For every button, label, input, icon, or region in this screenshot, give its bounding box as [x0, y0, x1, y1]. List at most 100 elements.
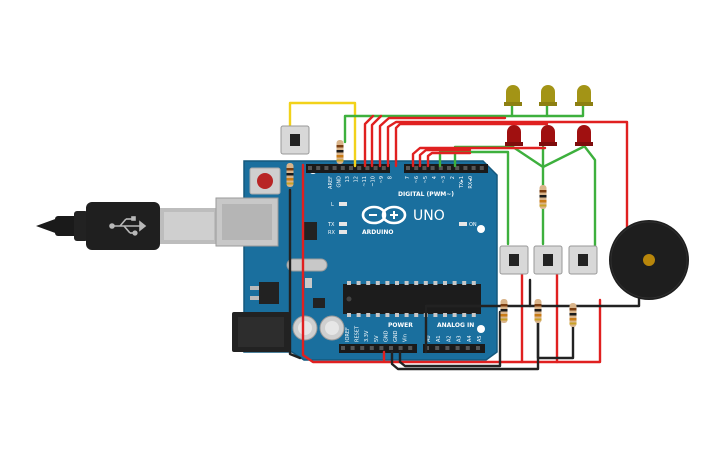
header-hole	[414, 166, 419, 170]
header-hole	[308, 166, 312, 170]
wire-red	[394, 122, 549, 168]
capacitor	[292, 315, 318, 341]
header-hole	[422, 166, 427, 170]
power-pin-label: IOREF	[345, 327, 351, 342]
header-hole	[373, 166, 378, 170]
chip-pin	[366, 313, 371, 317]
power-header	[339, 344, 417, 353]
digital-pin-label: 8	[388, 176, 394, 179]
power-pin-label: RESET	[355, 325, 361, 342]
wire-yellow	[288, 101, 357, 168]
chip-pin	[395, 281, 399, 285]
header-hole	[455, 166, 460, 170]
chip-pin	[452, 281, 457, 285]
pushbutton[interactable]	[280, 125, 310, 155]
chip-pin	[462, 313, 467, 317]
led-l-indicator	[339, 202, 347, 206]
header-hole	[445, 346, 450, 350]
usb-chip	[303, 222, 317, 240]
header-hole	[447, 166, 451, 170]
wire-red	[386, 120, 629, 232]
chip-pin	[414, 313, 419, 317]
header-hole	[406, 166, 410, 170]
header-hole	[430, 166, 435, 170]
atmega-chip	[343, 281, 481, 317]
digital-pin-label: ~10	[371, 176, 377, 187]
pushbutton[interactable]	[533, 245, 563, 275]
wire-green	[583, 145, 597, 250]
header-hole	[398, 346, 403, 350]
chip-pin	[347, 281, 351, 285]
chip-pin	[347, 313, 351, 317]
digital-header-b	[404, 164, 488, 173]
mounting-hole	[477, 325, 485, 333]
chip-pin	[471, 281, 476, 285]
led-on-indicator	[459, 222, 467, 226]
chip-pin	[395, 313, 399, 317]
header-hole	[350, 346, 355, 350]
chip-pin	[356, 281, 361, 285]
resistor	[569, 303, 577, 327]
wire-red	[370, 114, 383, 168]
header-hole	[381, 166, 386, 170]
digital-pin-label: GND	[337, 176, 343, 188]
board-model: UNO	[413, 208, 445, 224]
chip-pin	[433, 281, 438, 285]
digital-pin-label: ~5	[423, 176, 429, 183]
header-hole	[369, 346, 374, 350]
pushbutton[interactable]	[568, 245, 598, 275]
digital-pin-label: AREF	[328, 176, 334, 189]
header-hole	[389, 346, 393, 350]
usb-cable	[36, 202, 218, 250]
chip-pin	[385, 281, 390, 285]
board-name: ARDUINO	[362, 229, 393, 236]
resistor	[286, 163, 294, 187]
red-led	[539, 125, 557, 146]
header-hole	[341, 346, 345, 350]
chip-pin	[462, 281, 467, 285]
chip-pin	[404, 281, 409, 285]
chip-pin	[423, 281, 428, 285]
led-l-label: L	[331, 202, 334, 208]
yellow-led	[504, 85, 522, 106]
pushbutton[interactable]	[499, 245, 529, 275]
wire-black	[398, 310, 502, 368]
digital-pin-label: 2	[450, 176, 456, 179]
digital-pin-label: ~6	[414, 176, 420, 183]
led-rx-label: RX	[328, 230, 335, 236]
header-hole	[455, 346, 460, 350]
wire-red	[426, 151, 472, 168]
header-hole	[408, 346, 413, 350]
red-led	[505, 125, 523, 146]
power-pin-label: 3.3V	[364, 330, 370, 342]
usb-icon	[109, 216, 147, 236]
wire-red	[411, 146, 547, 168]
crystal-oscillator	[286, 258, 328, 272]
chip-pin	[471, 313, 476, 317]
chip-pin	[385, 313, 390, 317]
reset-button[interactable]	[249, 167, 281, 195]
wire-red	[418, 148, 472, 168]
analog-pin-label: A3	[457, 335, 463, 342]
digital-pin-label: ~11	[362, 176, 368, 187]
wire-red	[301, 163, 602, 364]
wire-green	[511, 145, 585, 169]
regulator	[259, 282, 279, 304]
digital-pin-label: RX◂0	[468, 176, 474, 189]
wire-black	[536, 318, 575, 360]
chip-pin	[366, 281, 371, 285]
capacitor	[319, 315, 345, 341]
chip-pin	[356, 313, 361, 317]
digital-pin-label: TX▸1	[459, 176, 465, 189]
led-rx-indicator	[339, 230, 347, 234]
header-hole	[465, 346, 470, 350]
power-header-label: POWER	[388, 322, 413, 329]
yellow-led	[539, 85, 557, 106]
digital-header-label: DIGITAL (PWM~)	[398, 191, 454, 198]
wire-green	[343, 104, 585, 144]
digital-header-a	[306, 164, 390, 173]
digital-pin-label: 7	[405, 176, 411, 179]
chip-pin	[433, 313, 438, 317]
resistor	[500, 299, 508, 323]
